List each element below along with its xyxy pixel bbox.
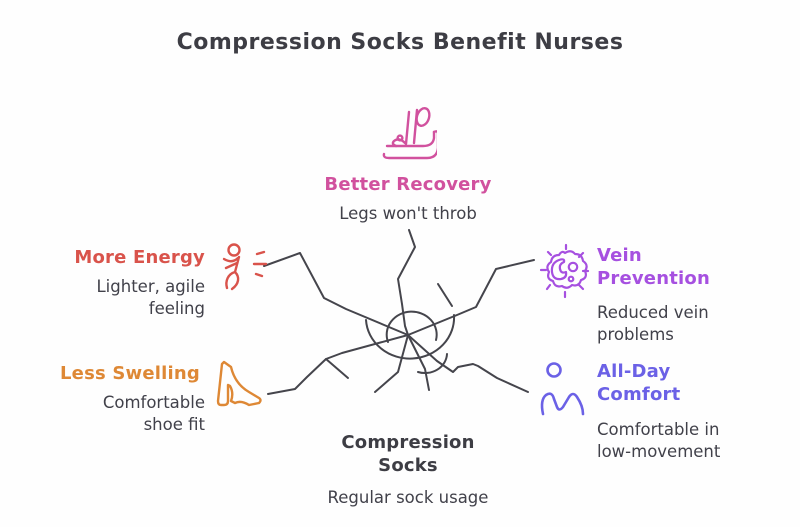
benefit-title-less-swelling: Less Swelling	[60, 363, 200, 384]
scribble-hub-connectors	[263, 229, 535, 395]
benefit-subtitle-vein-prevention: Reduced vein problems	[597, 303, 709, 345]
benefit-title-better-recovery: Better Recovery	[324, 174, 492, 195]
benefit-title-vein-prevention: Vein Prevention	[597, 245, 710, 289]
sitting-person-icon	[540, 362, 585, 416]
cell-icon	[539, 243, 590, 299]
page-title: Compression Socks Benefit Nurses	[176, 30, 624, 55]
benefit-title-all-day-comfort: All-Day Comfort	[597, 361, 681, 405]
center-title: Compression Socks	[341, 432, 475, 476]
benefit-subtitle-all-day-comfort: Comfortable in low-movement	[597, 420, 721, 462]
benefit-subtitle-less-swelling: Comfortable shoe fit	[102, 393, 205, 435]
benefit-subtitle-better-recovery: Legs won't throb	[339, 204, 477, 223]
high-heel-icon	[216, 360, 262, 407]
legs-elevated-icon	[382, 107, 437, 160]
center-subtitle: Regular sock usage	[327, 488, 489, 507]
running-person-icon	[222, 243, 268, 291]
benefit-title-more-energy: More Energy	[74, 247, 205, 268]
benefit-subtitle-more-energy: Lighter, agile feeling	[96, 277, 205, 319]
